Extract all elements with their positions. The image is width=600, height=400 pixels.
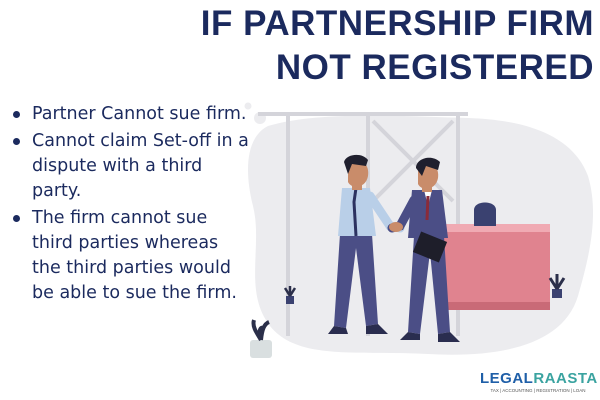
handshake-illustration (244, 102, 594, 358)
plant-right (548, 274, 566, 298)
businessman-right (387, 157, 460, 342)
bubble (244, 102, 252, 110)
bullet-item: Cannot claim Set-off in a dispute with a… (10, 129, 250, 204)
reception-desk (442, 224, 550, 310)
bullet-item: The firm cannot sue third parties wherea… (10, 206, 250, 306)
title-line-2: NOT REGISTERED (275, 48, 594, 87)
logo-wordmark: LEGALRAASTA (480, 370, 598, 387)
logo-legal-text: LEGAL (480, 370, 534, 387)
chair (474, 202, 496, 226)
logo-tagline: TAX | ACCOUNTING | REGISTRATION | LOAN (490, 388, 586, 393)
title-line-1: IF PARTNERSHIP FIRM (200, 4, 594, 43)
businessman-left (328, 154, 405, 334)
handshake (389, 222, 403, 232)
bullet-item: Partner Cannot sue firm. (10, 102, 250, 127)
potted-plant (250, 319, 272, 358)
legalraasta-logo: LEGALRAASTA TAX | ACCOUNTING | REGISTRAT… (480, 370, 598, 397)
logo-raasta-text: RAASTA (533, 370, 598, 387)
plant-left (283, 286, 297, 304)
bullet-list: Partner Cannot sue firm. Cannot claim Se… (10, 102, 250, 308)
page-title: IF PARTNERSHIP FIRM NOT REGISTERED (130, 2, 594, 90)
